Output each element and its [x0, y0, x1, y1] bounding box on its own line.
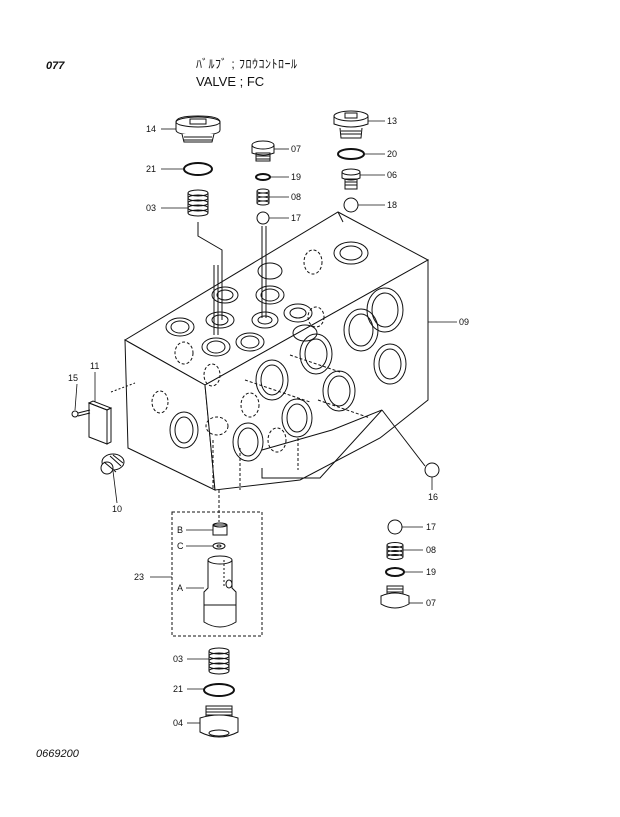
callout-06: 06 [387, 170, 397, 180]
o-ring-19-bottom [385, 567, 405, 577]
plug-07-top [251, 140, 275, 162]
callout-21-bottom: 21 [173, 684, 183, 694]
ball-16 [424, 462, 440, 478]
assembly-23-frame [171, 511, 263, 637]
plug-06 [341, 168, 361, 190]
title-english: VALVE ; FC [196, 74, 265, 89]
plug-10 [100, 453, 125, 475]
spring-08-bottom [386, 542, 404, 560]
o-ring-21-top [183, 162, 213, 176]
callout-07-top: 07 [291, 144, 301, 154]
part-C [212, 542, 226, 550]
callout-03-bottom: 03 [173, 654, 183, 664]
cover-11 [87, 400, 113, 445]
callout-23: 23 [134, 572, 144, 582]
ball-18 [343, 197, 359, 213]
callout-19-bottom: 19 [426, 567, 436, 577]
spring-08-top [256, 188, 270, 206]
plug-07-bottom [380, 585, 410, 609]
plug-04 [199, 705, 239, 738]
part-B [212, 522, 228, 536]
plug-13 [333, 110, 369, 139]
leader-03-to-body [197, 222, 223, 320]
callout-19-top: 19 [291, 172, 301, 182]
ball-17-top [256, 211, 270, 225]
leader-lines [74, 120, 457, 724]
callout-C: C [177, 541, 184, 551]
callout-09: 09 [459, 317, 469, 327]
title-japanese: ﾊﾞﾙﾌﾞ ; ﾌﾛｳｺﾝﾄﾛｰﾙ [196, 57, 298, 71]
callout-A: A [177, 583, 183, 593]
callout-17-bottom: 17 [426, 522, 436, 532]
o-ring-21-bottom [203, 683, 235, 697]
callout-13: 13 [387, 116, 397, 126]
o-ring-20 [337, 148, 365, 160]
callout-03-top: 03 [146, 203, 156, 213]
part-A-spool [203, 555, 237, 628]
callout-B: B [177, 525, 183, 535]
callout-07-bottom: 07 [426, 598, 436, 608]
valve-body [124, 211, 430, 491]
callout-18: 18 [387, 200, 397, 210]
o-ring-19-top [255, 173, 271, 181]
callout-11: 11 [90, 361, 99, 371]
spring-03-bottom [208, 647, 230, 675]
callout-14: 14 [146, 124, 156, 134]
callout-21-top: 21 [146, 164, 156, 174]
page-number: 077 [46, 60, 65, 72]
callout-17-top: 17 [291, 213, 301, 223]
drawing-number: 0669200 [36, 748, 79, 760]
ball-17-bottom [387, 519, 403, 535]
callout-10: 10 [112, 504, 122, 514]
callout-15: 15 [68, 373, 78, 383]
plug-14 [175, 115, 221, 143]
callout-08-top: 08 [291, 192, 301, 202]
callout-04: 04 [173, 718, 183, 728]
screw-15 [71, 409, 91, 418]
spring-03-top [187, 189, 209, 217]
callout-08-bottom: 08 [426, 545, 436, 555]
callout-16: 16 [428, 492, 438, 502]
callout-20: 20 [387, 149, 397, 159]
